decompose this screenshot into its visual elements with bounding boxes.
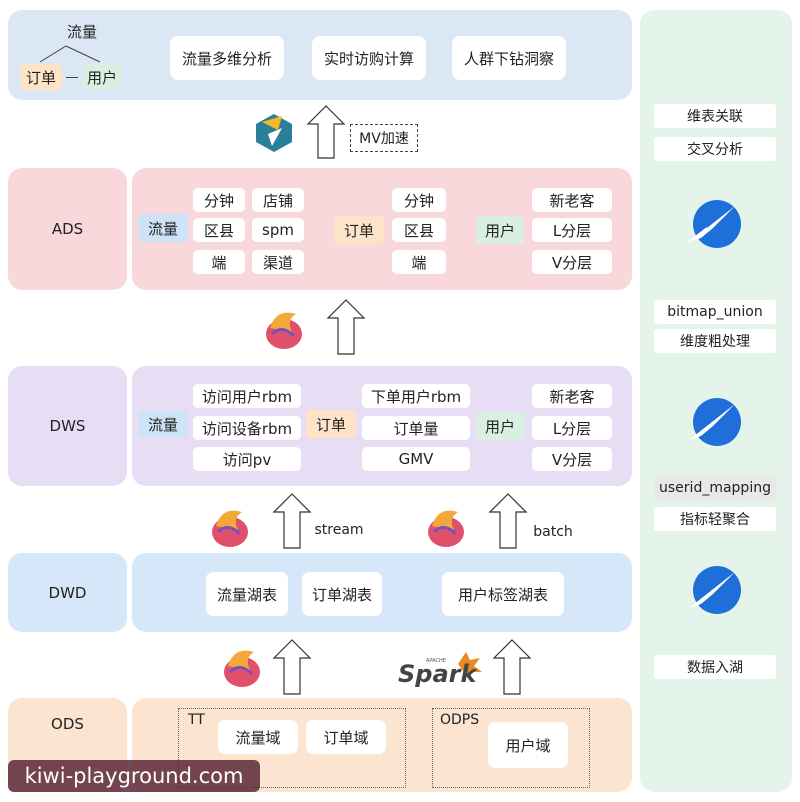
dws-user-tag: 用户 [476, 412, 524, 440]
batch-label: batch [533, 524, 573, 540]
dws-order-tag: 订单 [306, 410, 356, 438]
watermark: kiwi-playground.com [8, 760, 260, 792]
tt-label: TT [188, 712, 205, 728]
ads-dim: 店铺 [252, 188, 304, 212]
ads-dim: spm [252, 218, 304, 242]
flink-logo-icon [428, 510, 464, 547]
dws-label: DWS [49, 417, 86, 435]
mv-acceleration-label: MV加速 [350, 124, 418, 152]
tree-root: 流量 [66, 22, 97, 41]
ads-dim: 区县 [193, 218, 245, 242]
ads-dim: 新老客 [532, 188, 612, 212]
dws-metric: 访问用户rbm [193, 384, 301, 408]
up-arrow [272, 493, 312, 549]
dwd-table: 流量湖表 [206, 572, 288, 616]
svg-text:Spark: Spark [398, 660, 478, 688]
odps-group [432, 708, 590, 788]
ads-dim: 渠道 [252, 250, 304, 274]
ods-domain: 订单域 [306, 720, 386, 754]
dws-metric: 访问设备rbm [193, 416, 301, 440]
ads-dim: L分层 [532, 218, 612, 242]
side-item: 维度粗处理 [654, 329, 776, 353]
dwd-label: DWD [48, 583, 87, 602]
side-item: 指标轻聚合 [654, 507, 776, 531]
dws-metric: L分层 [532, 416, 612, 440]
tree-link [66, 77, 78, 78]
app-card: 人群下钻洞察 [452, 36, 566, 80]
side-item: 交叉分析 [654, 137, 776, 161]
ods-label: ODS [51, 715, 84, 733]
engine-logo-icon [688, 200, 741, 248]
dws-metric: GMV [362, 447, 470, 471]
ods-domain: 用户域 [488, 722, 568, 768]
side-item: 维表关联 [654, 104, 776, 128]
dwd-label-box [8, 553, 127, 632]
dws-metric: 访问pv [193, 447, 301, 471]
ads-user-tag: 用户 [476, 216, 524, 244]
ads-traffic-tag: 流量 [138, 214, 188, 242]
dws-label-box [8, 366, 127, 486]
ads-dim: 端 [392, 250, 446, 274]
engine-logo-icon [689, 566, 741, 614]
dwd-table: 用户标签湖表 [442, 572, 564, 616]
flink-logo-icon [212, 510, 248, 547]
app-card: 实时访购计算 [312, 36, 426, 80]
dws-traffic-tag: 流量 [138, 410, 188, 438]
stream-label: stream [314, 522, 364, 538]
tree-right-tag: 用户 [82, 64, 122, 90]
dws-metric: V分层 [532, 447, 612, 471]
odps-label: ODPS [440, 712, 480, 728]
tt-group [178, 708, 406, 788]
ads-dim: V分层 [532, 250, 612, 274]
up-arrow [488, 493, 528, 549]
ads-dim: 分钟 [392, 188, 446, 212]
engine-logo-icon [689, 398, 741, 446]
up-arrow [306, 105, 346, 159]
starrocks-logo-icon [256, 114, 292, 152]
side-item: userid_mapping [654, 476, 776, 500]
dws-metric: 新老客 [532, 384, 612, 408]
svg-text:APACHE: APACHE [426, 658, 446, 664]
ads-order-tag: 订单 [334, 216, 384, 244]
ads-dim: 端 [193, 250, 245, 274]
up-arrow [272, 639, 312, 695]
dws-metric: 下单用户rbm [362, 384, 470, 408]
flink-logo-icon [224, 650, 260, 687]
ods-domain: 流量域 [218, 720, 298, 754]
side-item: bitmap_union [654, 300, 776, 324]
ads-label-box [8, 168, 127, 290]
up-arrow [492, 639, 532, 695]
ads-dim: 区县 [392, 218, 446, 242]
dws-metric: 订单量 [362, 416, 470, 440]
flink-logo-icon [266, 312, 302, 349]
app-card: 流量多维分析 [170, 36, 284, 80]
side-item: 数据入湖 [654, 655, 776, 679]
up-arrow [326, 299, 366, 355]
ads-dim: 分钟 [193, 188, 245, 212]
tree-left-tag: 订单 [20, 64, 62, 90]
dwd-table: 订单湖表 [302, 572, 382, 616]
tree-lines [39, 45, 101, 63]
ads-label: ADS [51, 220, 84, 238]
